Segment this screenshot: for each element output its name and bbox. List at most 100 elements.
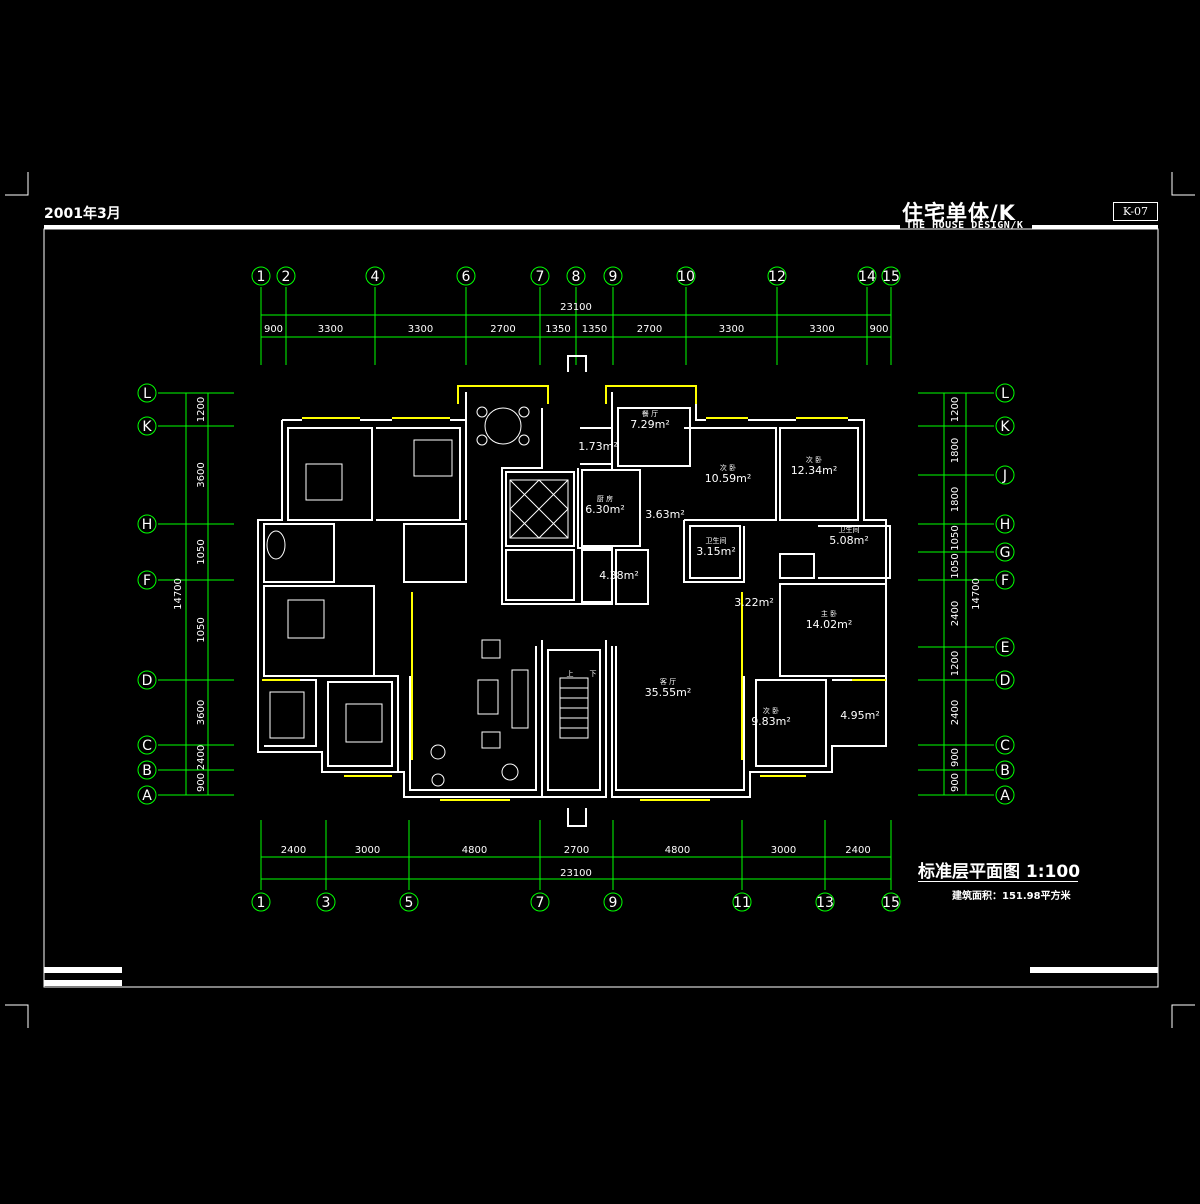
axis-top-15-label: 15: [882, 269, 900, 285]
dim-left-seg-7: 900: [0, 0, 10, 3]
dim-top-seg-9: 900: [869, 324, 888, 335]
room-name-6: 次 卧: [806, 455, 822, 464]
stair-up-label: 上: [567, 669, 574, 678]
axis-bottom-9-circle: [603, 892, 623, 912]
axis-top-12-circle: [767, 266, 787, 286]
axis-top-9-circle: [603, 266, 623, 286]
dim-left-seg-5: 2400: [196, 745, 207, 770]
wall-center-core: [465, 392, 613, 605]
dim-top-seg-3: 2700: [490, 324, 515, 335]
dim-right-seg-4: 1050: [950, 553, 961, 578]
drawing-subtitle: THE HOUSE DESIGN/K: [906, 220, 1024, 231]
axis-left-K-circle: [137, 416, 157, 436]
axis-right-J-label: J: [1002, 468, 1007, 484]
axis-top-14-label: 14: [858, 269, 876, 285]
room-stair-inner: [547, 649, 601, 791]
axis-left-C-circle: [137, 735, 157, 755]
axis-right-F: F: [995, 570, 1015, 590]
dim-right-seg-5: 2400: [950, 601, 961, 626]
axis-bottom-13: 13: [815, 892, 835, 912]
axis-top-9-label: 9: [609, 269, 618, 285]
room-left-bedroom-4-inner: [327, 681, 393, 767]
axis-top-1-label: 1: [257, 269, 266, 285]
window-bottom: [344, 775, 806, 801]
footer-bar-1: [44, 967, 122, 973]
room-closet: [779, 553, 815, 579]
axis-bottom-11-label: 11: [733, 895, 751, 911]
wall-left-top: [282, 419, 467, 520]
axis-right-B-circle: [995, 760, 1015, 780]
axis-right-D-circle: [995, 670, 1015, 690]
axis-top-2-label: 2: [282, 269, 291, 285]
dim-top-seg-1: 3300: [318, 324, 343, 335]
axis-bottom-15-label: 15: [882, 895, 900, 911]
axis-top-2: 2: [276, 266, 296, 286]
axis-right-J-circle: [995, 465, 1015, 485]
bed-left-2: [413, 439, 453, 477]
axis-top-15-circle: [881, 266, 901, 286]
dim-right-seg-0: 1200: [950, 397, 961, 422]
dim-top-total: 23100: [560, 302, 592, 313]
axis-top-8-label: 8: [572, 269, 581, 285]
furniture: [266, 406, 589, 787]
room-area-10: 14.02m²: [806, 618, 853, 631]
room-area-4: 4.38m²: [599, 569, 639, 582]
dim-bottom-seg-5: 3000: [771, 845, 796, 856]
dim-top-seg-6: 2700: [637, 324, 662, 335]
window-dining-bay-left: [457, 385, 549, 404]
coffee-table: [477, 679, 499, 715]
room-area-13: 4.95m²: [840, 709, 880, 722]
dim-bottom-seg-6: 2400: [845, 845, 870, 856]
footer-bar-3: [1030, 967, 1158, 973]
sofa: [511, 669, 529, 729]
plan-title: 标准层平面图 1:100: [918, 862, 1081, 882]
dim-left-seg-6: 900: [196, 773, 207, 792]
axis-right-L-label: L: [1001, 386, 1009, 402]
axis-bottom-5-circle: [399, 892, 419, 912]
dim-top-seg-2: 3300: [408, 324, 433, 335]
room-bath-3-15-inner: [689, 525, 741, 579]
axis-bottom-1-circle: [251, 892, 271, 912]
axis-right-G-label: G: [1000, 545, 1011, 561]
bathtub: [266, 530, 286, 560]
axis-left-H: H: [137, 514, 157, 534]
axis-left-C-label: C: [142, 738, 152, 754]
window-living-side: [411, 592, 743, 760]
room-area-9: 3.22m²: [734, 596, 774, 609]
axis-right-H: H: [995, 514, 1015, 534]
room-left-bedroom-2: [376, 427, 461, 521]
axis-left-C: C: [137, 735, 157, 755]
axis-right-L-circle: [995, 383, 1015, 403]
axis-right-H-label: H: [1000, 517, 1011, 533]
room-area-2: 6.30m²: [585, 503, 625, 516]
dim-right-seg-3: 1050: [950, 525, 961, 550]
walls: [257, 392, 891, 798]
dim-top-seg-8: 3300: [809, 324, 834, 335]
room-kitchen: [581, 469, 641, 547]
axis-left-D-label: D: [142, 673, 153, 689]
axis-right-D: D: [995, 670, 1015, 690]
sheet-number: K-07: [1113, 202, 1158, 221]
axis-left-B-circle: [137, 760, 157, 780]
axis-top-10-circle: [676, 266, 696, 286]
dim-left-seg-3: 1050: [196, 617, 207, 642]
room-left-dining: [264, 679, 317, 747]
axis-top-1-circle: [251, 266, 271, 286]
dim-right-seg-7: 2400: [950, 700, 961, 725]
axis-right-E-circle: [995, 637, 1015, 657]
axis-bottom-7: 7: [530, 892, 550, 912]
axis-right-C-label: C: [1000, 738, 1010, 754]
dim-top-seg-7: 3300: [719, 324, 744, 335]
room-name-10: 主 卧: [821, 609, 837, 618]
room-master-bedroom: [779, 583, 887, 677]
axis-top-7: 7: [530, 266, 550, 286]
room-name-11: 客 厅: [660, 677, 676, 686]
axis-right-K-label: K: [1000, 419, 1010, 435]
axis-top-4: 4: [365, 266, 385, 286]
dim-bottom-seg-3: 2700: [564, 845, 589, 856]
axis-top-12: 12: [767, 266, 787, 286]
axis-top-6: 6: [456, 266, 476, 286]
